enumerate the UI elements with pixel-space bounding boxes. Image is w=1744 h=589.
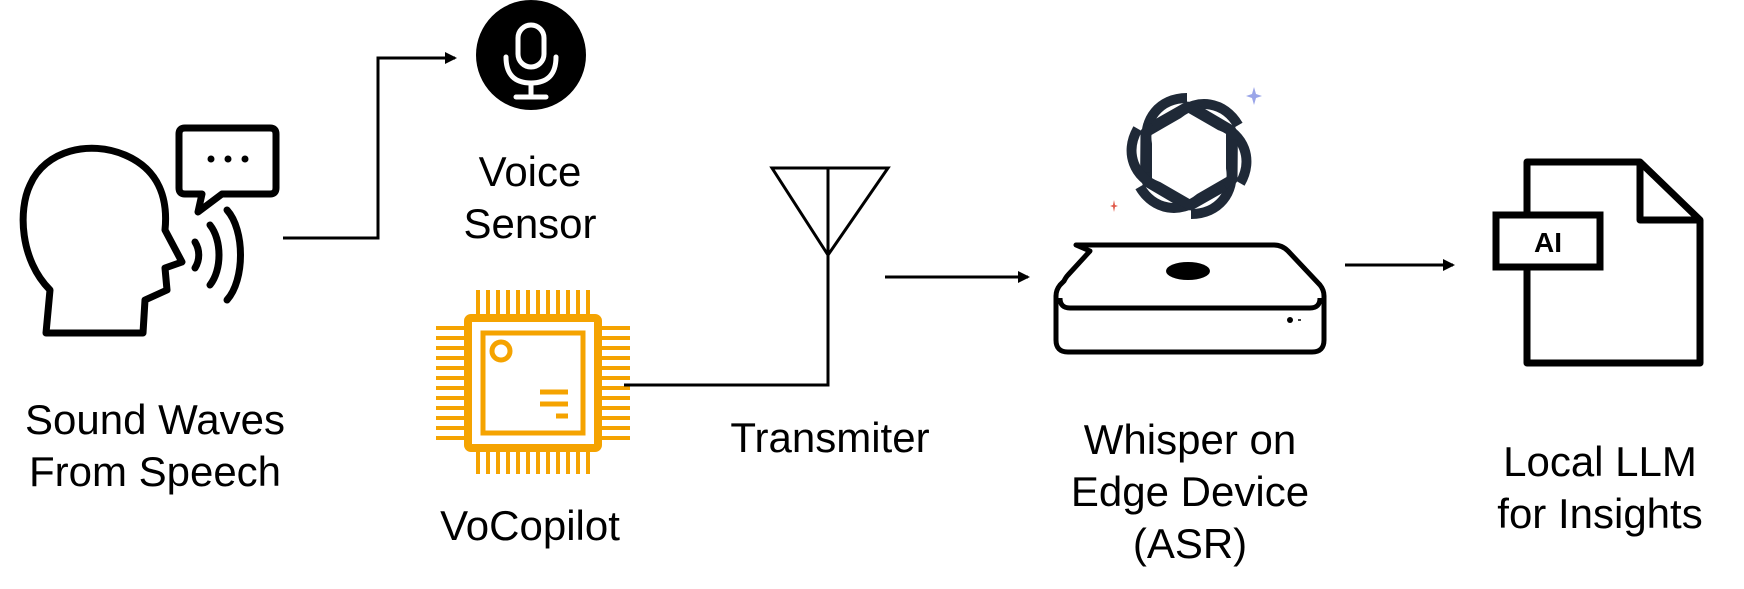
microphone-icon <box>476 0 586 110</box>
ai-badge-text: AI <box>1534 227 1562 258</box>
whisper-label: Whisper on Edge Device (ASR) <box>1070 416 1310 567</box>
mac-mini-icon <box>1053 242 1327 355</box>
sound-waves-label: Sound Waves From Speech <box>25 396 285 495</box>
vocopilot-label: VoCopilot <box>440 502 620 549</box>
transmitter-label: Transmiter <box>730 414 930 461</box>
chip-pins <box>436 290 630 474</box>
connector-speech-to-sensor <box>283 52 457 240</box>
connector-chip-to-transmitter <box>624 255 830 387</box>
speech-bubble-icon <box>175 124 280 216</box>
local-llm-label: Local LLM for Insights <box>1497 438 1703 537</box>
openai-logo-icon <box>1126 93 1252 219</box>
sparkle-icon <box>1110 87 1262 212</box>
antenna-icon <box>769 166 891 258</box>
voice-sensor-label: Voice Sensor <box>463 148 597 247</box>
microchip-icon <box>436 290 630 474</box>
ai-document-icon: AI <box>1492 158 1704 367</box>
speaking-head-icon <box>19 144 244 337</box>
